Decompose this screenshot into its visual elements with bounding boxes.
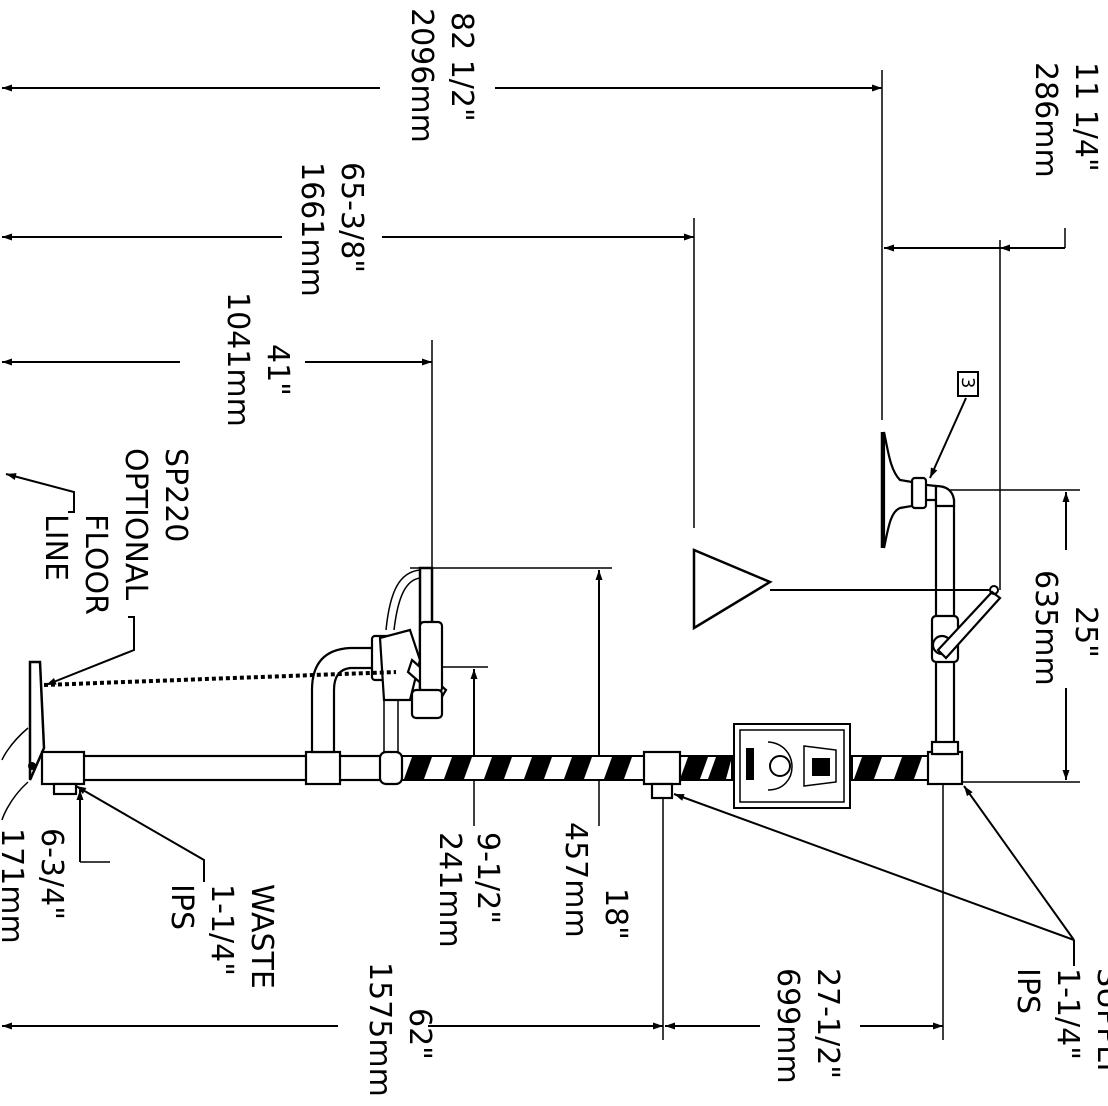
supply-size-label: 1-1/4" (1050, 968, 1085, 1060)
dimension-25: 25" 635mm (945, 489, 1103, 783)
dim-11-inch-text: 11 1/4" (1068, 62, 1103, 172)
dimension-82-half: 82 1/2" 2096mm (2, 8, 883, 420)
callout-sp220: SP220 OPTIONAL (45, 448, 193, 686)
dim-6-inch-text: 6-3/4" (34, 828, 69, 920)
waste-label: WASTE (244, 884, 279, 989)
dim-82-inch-text: 82 1/2" (444, 12, 479, 122)
line-label: LINE (38, 514, 73, 581)
dimension-11-quarter: 11 1/4" 286mm (884, 62, 1103, 590)
note-tag-text: 3 (957, 377, 978, 388)
floor-label: FLOOR (78, 514, 113, 615)
main-pipe (1, 660, 964, 821)
dimension-6-3-4: 6-3/4" 171mm (0, 790, 110, 944)
dim-25-mm-text: 635mm (1028, 570, 1063, 686)
supply-ips-label: IPS (1010, 968, 1045, 1014)
sp220-optional-label: OPTIONAL (118, 448, 153, 600)
safety-sign (733, 723, 851, 809)
dimension-9-half: 9-1/2" 241mm (432, 666, 505, 948)
dim-41-inch-text: 41" (260, 344, 295, 396)
dim-62-mm-text: 1575mm (362, 962, 397, 1097)
supply-label: SUPPLY (1090, 968, 1108, 1077)
dim-65-mm-text: 1661mm (294, 162, 329, 297)
dim-9-mm-text: 241mm (432, 832, 467, 948)
dim-41-mm-text: 1041mm (220, 292, 255, 427)
dim-11-mm-text: 286mm (1028, 62, 1063, 178)
shower-assembly: 3 (692, 371, 1002, 756)
dimension-41: 41" 1041mm (2, 292, 433, 590)
dim-25-inch-text: 25" (1068, 606, 1103, 658)
dim-6-mm-text: 171mm (0, 828, 29, 944)
sp220-label: SP220 (158, 448, 193, 542)
dim-82-mm-text: 2096mm (404, 8, 439, 143)
dim-27-mm-text: 699mm (770, 968, 805, 1084)
callout-supply: SUPPLY 1-1/4" IPS (673, 785, 1108, 1077)
dimension-65-3-8: 65-3/8" 1661mm (2, 162, 695, 528)
dimension-18: 18" 457mm (410, 567, 633, 940)
dim-18-inch-text: 18" (598, 888, 633, 940)
waste-ips-label: IPS (164, 884, 199, 930)
callout-floor-line: FLOOR LINE (5, 473, 113, 615)
dimension-27-half: 27-1/2" 699mm (665, 785, 944, 1084)
dim-18-mm-text: 457mm (558, 822, 593, 938)
eyewash-assembly (43, 566, 448, 754)
waste-size-label: 1-1/4" (204, 884, 239, 976)
dim-9-inch-text: 9-1/2" (470, 832, 505, 924)
dim-62-inch-text: 62" (402, 1008, 437, 1060)
dimension-62: 62" 1575mm (2, 790, 664, 1097)
dim-65-inch-text: 65-3/8" (334, 162, 369, 273)
dim-27-inch-text: 27-1/2" (810, 968, 845, 1079)
callout-waste: WASTE 1-1/4" IPS (75, 785, 279, 989)
